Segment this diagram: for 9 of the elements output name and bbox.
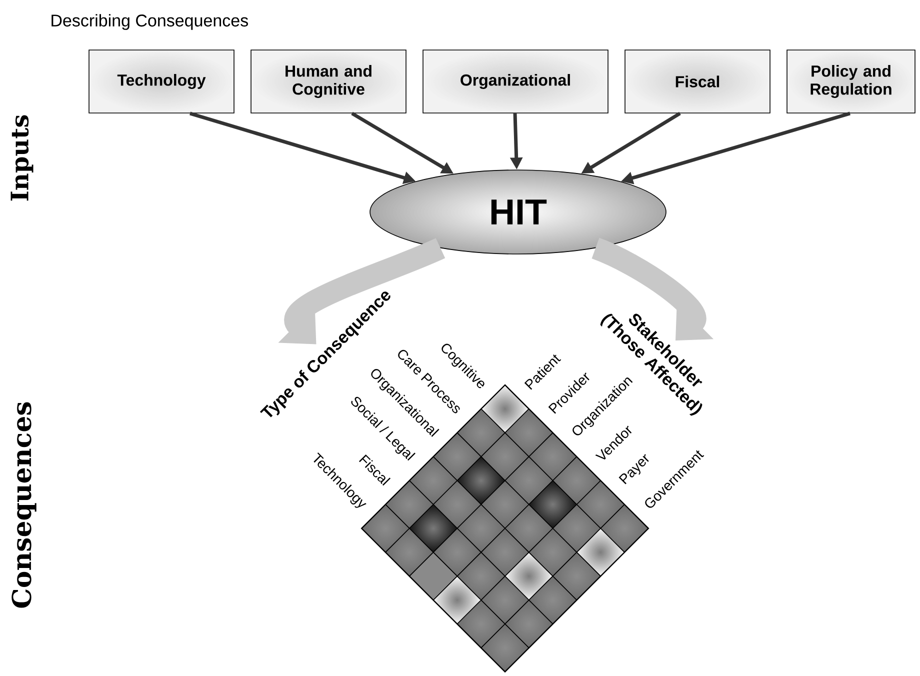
arrow xyxy=(591,238,714,340)
input-box: Fiscal xyxy=(624,50,770,114)
input-box: Technology xyxy=(88,50,234,114)
side-label: Consequences xyxy=(12,402,36,608)
title: Describing Consequences xyxy=(52,14,248,30)
input-box: Organizational xyxy=(422,50,608,114)
side-label: Inputs xyxy=(10,115,34,201)
input-box: Human and Cognitive xyxy=(250,50,406,114)
input-box: Policy and Regulation xyxy=(786,50,916,114)
